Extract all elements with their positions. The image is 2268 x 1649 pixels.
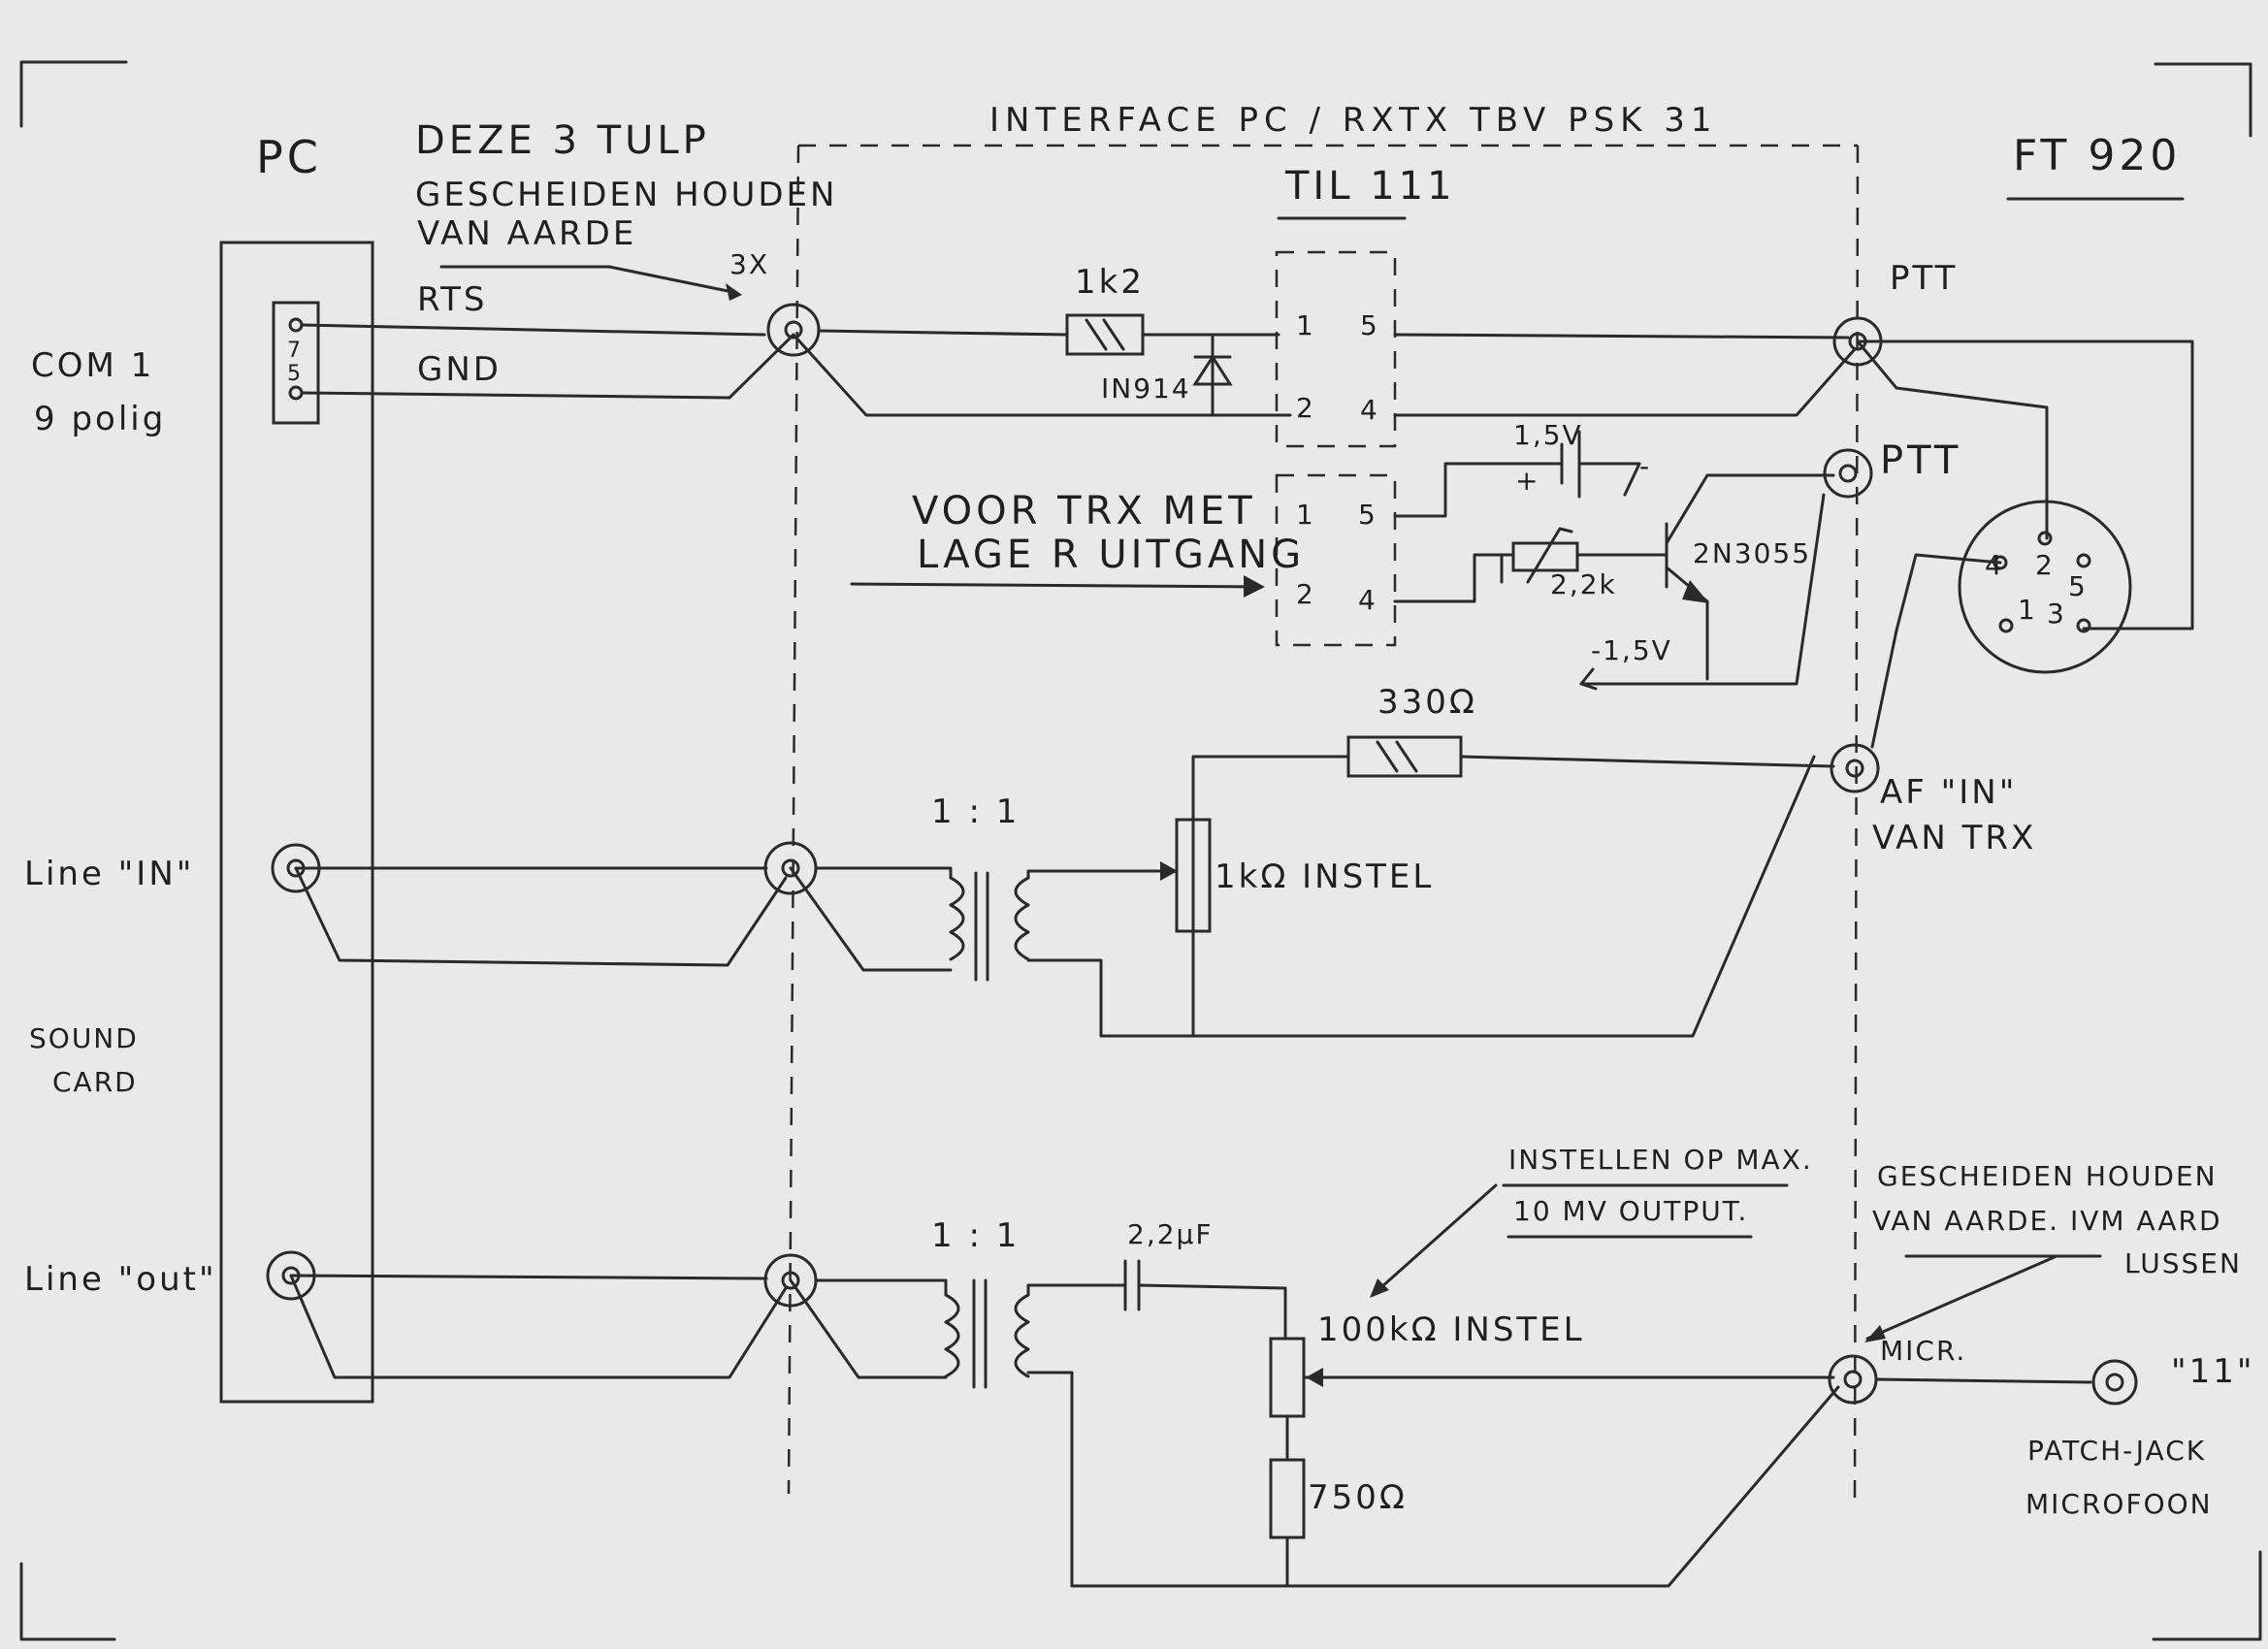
minus15-label: -1,5V	[1591, 634, 1672, 666]
deze-line3: VAN AARDE	[417, 214, 636, 253]
cap22-label: 2,2µF	[1127, 1218, 1213, 1250]
transformer-1	[949, 871, 1030, 982]
plus-label: +	[1515, 465, 1539, 497]
three-x-label: 3X	[729, 248, 769, 280]
opto-2	[1275, 473, 1397, 647]
opto2-p5: 5	[1358, 499, 1377, 531]
pot22k-label: 2,2k	[1550, 568, 1617, 600]
pot100k-label: 100kΩ INSTEL	[1317, 1310, 1585, 1349]
patch-line1: PATCH-JACK	[2027, 1435, 2206, 1467]
v15-label: 1,5V	[1513, 419, 1583, 451]
card-label: CARD	[52, 1066, 138, 1098]
pc-label: PC	[256, 131, 322, 183]
transistor-emitter-arrow	[1682, 580, 1709, 603]
pin7-label: 7	[287, 339, 301, 363]
pot100k-wiper-arrow	[1306, 1368, 1323, 1387]
opto1-p2: 2	[1296, 392, 1315, 424]
quote11-label: "11"	[2171, 1352, 2255, 1391]
polig-label: 9 polig	[34, 400, 166, 438]
sound-label: SOUND	[29, 1022, 139, 1054]
voor-line2: LAGE R UITGANG	[917, 533, 1305, 577]
din3-label: 3	[2047, 598, 2066, 630]
gesch2-line3: LUSSEN	[2124, 1247, 2242, 1279]
com-pin-7	[288, 317, 304, 333]
gnd-label: GND	[417, 350, 502, 389]
til111-label: TIL 111	[1284, 164, 1456, 209]
tulp-micr	[1828, 1354, 1878, 1405]
pin5-label: 5	[287, 362, 301, 386]
note-arrow-head	[726, 283, 742, 301]
din2-label: 2	[2035, 549, 2055, 581]
opto1-p5: 5	[1360, 309, 1379, 341]
ptt2-label: PTT	[1880, 438, 1961, 483]
opto1-p1: 1	[1296, 309, 1315, 341]
r1k2-label: 1k2	[1075, 263, 1145, 302]
resistor-330	[1346, 735, 1463, 778]
in914-label: IN914	[1101, 372, 1191, 404]
interface-boundary	[787, 144, 1860, 1500]
afin-line2: VAN TRX	[1872, 819, 2036, 857]
deze-line1: DEZE 3 TULP	[415, 118, 710, 163]
resistor-750	[1269, 1458, 1306, 1539]
opto2-p4: 4	[1358, 584, 1377, 616]
opto2-p1: 1	[1296, 499, 1315, 531]
patch-line2: MICROFOON	[2025, 1488, 2213, 1520]
deze-line2: GESCHEIDEN HOUDEN	[415, 176, 837, 214]
ratio2-label: 1 : 1	[931, 1216, 1020, 1255]
line-in-label: Line "IN"	[24, 855, 194, 893]
gesch2-arrow-head	[1864, 1325, 1886, 1342]
line-out-label: Line "out"	[24, 1260, 217, 1299]
din-connector	[1958, 500, 2132, 674]
instellen-line2: 10 MV OUTPUT.	[1513, 1195, 1748, 1227]
interface-title: INTERFACE PC / RXTX TBV PSK 31	[989, 101, 1718, 140]
micr-label: MICR.	[1880, 1335, 1966, 1367]
rts-label: RTS	[417, 280, 488, 319]
tulp-ptt2	[1823, 448, 1873, 499]
opto-1	[1275, 250, 1397, 448]
din5-label: 5	[2068, 570, 2088, 602]
pot1k-label: 1kΩ INSTEL	[1215, 857, 1434, 896]
afin-line1: AF "IN"	[1880, 773, 2017, 812]
din4-label: 4	[1985, 549, 2004, 581]
com1-label: COM 1	[31, 346, 154, 385]
pc-box	[219, 241, 374, 1404]
tulp-af-in	[1830, 743, 1880, 793]
tulp-rts	[766, 303, 821, 357]
ratio1-label: 1 : 1	[931, 792, 1020, 831]
instellen-line1: INSTELLEN OP MAX.	[1508, 1144, 1813, 1176]
transformer-2	[944, 1278, 1030, 1389]
r330-label: 330Ω	[1377, 683, 1477, 722]
gesch2-line2: VAN AARDE. IVM AARD	[1872, 1205, 2222, 1237]
com-pin-5	[288, 385, 304, 401]
din1-label: 1	[2018, 594, 2037, 626]
voor-arrow-head	[1244, 575, 1265, 598]
r750-label: 750Ω	[1308, 1478, 1408, 1517]
com-connector	[272, 301, 320, 425]
patch-jack	[2091, 1359, 2138, 1406]
pot-100k-instel	[1269, 1337, 1306, 1418]
opto2-p2: 2	[1296, 578, 1315, 610]
corner-marks	[19, 60, 2262, 1641]
ptt1-label: PTT	[1890, 259, 1958, 298]
minus-label: -	[1639, 450, 1651, 482]
gesch2-line1: GESCHEIDEN HOUDEN	[1877, 1160, 2218, 1192]
pot-2k2	[1511, 541, 1579, 572]
ft920-label: FT 920	[2013, 131, 2181, 180]
instellen-arrow-head	[1370, 1278, 1389, 1298]
pot1k-wiper-arrow	[1160, 861, 1178, 881]
diode-in914	[1192, 354, 1233, 386]
voor-line1: VOOR TRX MET	[912, 489, 1256, 534]
q2n3055-label: 2N3055	[1693, 537, 1811, 569]
opto1-p4: 4	[1360, 394, 1379, 426]
